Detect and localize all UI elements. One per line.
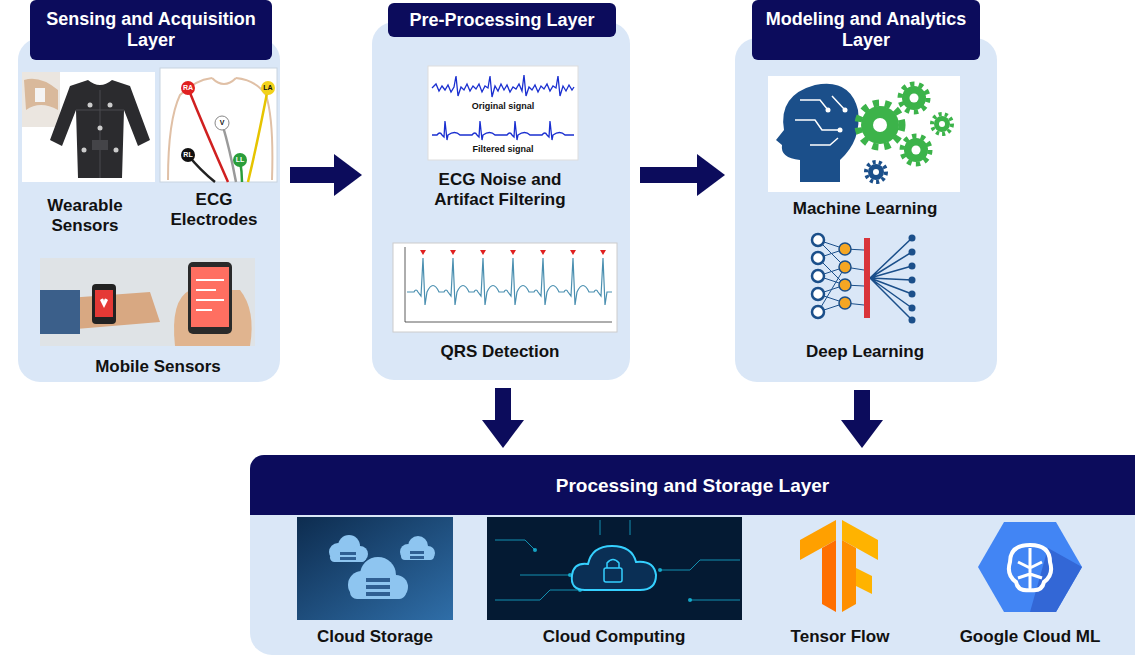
signal-filter-image [428, 66, 578, 160]
electrode-label: RL [178, 151, 198, 158]
layer-title: Sensing and Acquisition Layer [38, 9, 264, 51]
arrow-head [697, 154, 725, 196]
image-caption: Cloud Computing [514, 627, 714, 647]
wearable-shirt-image [22, 72, 155, 182]
image-caption: ECG Electrodes [158, 190, 270, 231]
image-caption: Deep Learning [765, 342, 965, 362]
image-caption: Wearable Sensors [20, 196, 150, 237]
cloud-computing-image [487, 517, 742, 620]
signal-label: Original signal [443, 102, 563, 111]
layer-title: Pre-Processing Layer [409, 10, 594, 31]
image-caption: ECG Noise and Artifact Filtering [409, 170, 591, 211]
ecg-electrodes-image [160, 68, 277, 182]
layer-header: Sensing and Acquisition Layer [30, 0, 272, 60]
layer-header: Pre-Processing Layer [388, 3, 616, 37]
mobile-sensors-image [40, 258, 255, 346]
image-caption: Google Cloud ML [945, 627, 1115, 647]
google-cloud-ml-logo [978, 522, 1082, 612]
layer-panel: Pre-Processing Layer [372, 0, 630, 380]
image-caption: Machine Learning [755, 199, 975, 219]
electrode-label: LL [230, 156, 250, 163]
arrow-shaft [640, 167, 698, 183]
electrode-label: LA [258, 84, 278, 91]
layer-header: Modeling and Analytics Layer [752, 0, 980, 60]
qrs-plot-image [393, 243, 617, 332]
image-caption: Cloud Storage [290, 627, 460, 647]
flow-arrow [841, 390, 883, 448]
layer-title: Modeling and Analytics Layer [760, 9, 972, 51]
image-caption: QRS Detection [400, 342, 600, 362]
arrow-shaft [854, 390, 870, 421]
arrow-shaft [290, 167, 335, 183]
flow-arrow [640, 154, 725, 196]
image-caption: Mobile Sensors [58, 357, 258, 377]
arrow-shaft [495, 388, 511, 421]
electrode-label: V [215, 119, 229, 126]
layer-panel: Processing and Storage Layer [250, 455, 1135, 655]
flow-arrow [482, 388, 524, 448]
tensorflow-logo [800, 520, 878, 612]
arrow-head [482, 420, 524, 448]
layer-title: Processing and Storage Layer [556, 475, 830, 496]
signal-label: Filtered signal [443, 145, 563, 154]
electrode-label: RA [178, 84, 198, 91]
layer-header: Processing and Storage Layer [250, 455, 1135, 515]
image-caption: Tensor Flow [775, 627, 905, 647]
layer-panel: Sensing and Acquisition Layer [18, 0, 280, 382]
deep-learning-image [812, 234, 916, 324]
cloud-storage-image [297, 517, 453, 620]
machine-learning-image [768, 76, 960, 192]
flow-arrow [290, 154, 362, 196]
arrow-head [841, 420, 883, 448]
arrow-head [334, 154, 362, 196]
layer-panel: Modeling and Analytics Layer [735, 0, 997, 382]
